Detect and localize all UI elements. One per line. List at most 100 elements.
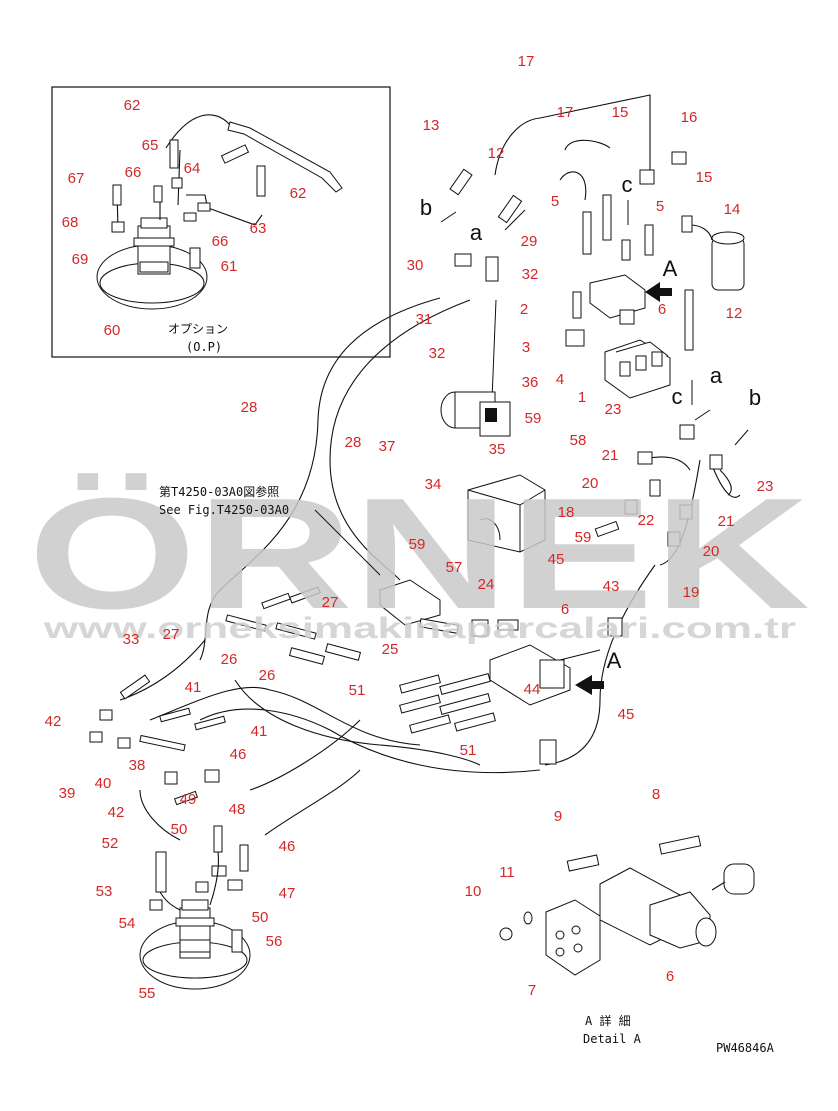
callout-65: 65 <box>142 137 159 154</box>
callout-20: 20 <box>703 543 720 560</box>
callout-16: 16 <box>681 109 698 126</box>
callout-31: 31 <box>416 311 433 328</box>
callout-53: 53 <box>96 883 113 900</box>
callout-12: 12 <box>488 145 505 162</box>
callout-24: 24 <box>478 576 495 593</box>
callout-50: 50 <box>171 821 188 838</box>
callout-42: 42 <box>45 713 62 730</box>
callout-49: 49 <box>180 791 197 808</box>
detail-a-assembly <box>499 835 755 976</box>
callout-41: 41 <box>185 679 202 696</box>
callout-35: 35 <box>489 441 506 458</box>
callout-45: 45 <box>548 551 565 568</box>
callout-21: 21 <box>602 447 619 464</box>
callout-52: 52 <box>102 835 119 852</box>
callout-20: 20 <box>582 475 599 492</box>
drawing-number: PW46846A <box>716 1041 775 1055</box>
callout-33: 33 <box>123 631 140 648</box>
callout-28: 28 <box>345 434 362 451</box>
callout-13: 13 <box>423 117 440 134</box>
callout-51: 51 <box>460 742 477 759</box>
callout-6: 6 <box>561 601 569 618</box>
callout-59: 59 <box>525 410 542 427</box>
watermark-brand: ÖRNEK <box>28 466 810 642</box>
callout-6: 6 <box>666 968 674 985</box>
callout-40: 40 <box>95 775 112 792</box>
solenoid-block-44 <box>399 644 601 765</box>
watermark-url: www.orneksimakinaparcalari.com.tr <box>43 612 797 645</box>
callout-51: 51 <box>349 682 366 699</box>
callout-25: 25 <box>382 641 399 658</box>
callout-39: 39 <box>59 785 76 802</box>
detail-a-en: Detail A <box>583 1032 642 1046</box>
callout-36: 36 <box>522 374 539 391</box>
view-letter-a: a <box>470 220 483 245</box>
view-letter-c: c <box>672 384 683 409</box>
callout-15: 15 <box>612 104 629 121</box>
callout-41: 41 <box>251 723 268 740</box>
callout-8: 8 <box>652 786 660 803</box>
view-letter-b: b <box>749 385 761 410</box>
callout-47: 47 <box>279 885 296 902</box>
view-letter-A: A <box>663 256 678 281</box>
callout-46: 46 <box>279 838 296 855</box>
callout-34: 34 <box>425 476 442 493</box>
view-letter-c: c <box>622 172 633 197</box>
option-label-jp: オプション <box>168 322 228 336</box>
callout-37: 37 <box>379 438 396 455</box>
callout-60: 60 <box>104 322 121 339</box>
option-inset-frame <box>51 86 391 358</box>
callout-5: 5 <box>656 198 664 215</box>
callout-58: 58 <box>570 432 587 449</box>
callout-27: 27 <box>322 594 339 611</box>
callout-17: 17 <box>557 104 574 121</box>
callout-23: 23 <box>757 478 774 495</box>
callout-6: 6 <box>658 301 666 318</box>
see-figure-en: See Fig.T4250-03A0 <box>159 503 289 517</box>
callout-62: 62 <box>124 97 141 114</box>
callout-30: 30 <box>407 257 424 274</box>
callout-26: 26 <box>221 651 238 668</box>
callout-63: 63 <box>250 220 267 237</box>
swivel-joint-55 <box>139 825 251 990</box>
view-arrows <box>440 200 749 695</box>
callout-66: 66 <box>212 233 229 250</box>
center-manifold <box>225 579 623 665</box>
callout-5: 5 <box>551 193 559 210</box>
callout-67: 67 <box>68 170 85 187</box>
callout-59: 59 <box>409 536 426 553</box>
callout-28: 28 <box>241 399 258 416</box>
cover-57 <box>467 474 546 553</box>
callout-42: 42 <box>108 804 125 821</box>
callout-15: 15 <box>696 169 713 186</box>
view-letter-A: A <box>607 648 622 673</box>
watermark: ÖRNEK www.orneksimakinaparcalari.com.tr <box>28 466 810 645</box>
callout-3: 3 <box>522 339 530 356</box>
callout-9: 9 <box>554 808 562 825</box>
callout-66: 66 <box>125 164 142 181</box>
control-valve <box>604 339 671 399</box>
callout-19: 19 <box>683 584 700 601</box>
right-fittings <box>594 424 732 547</box>
see-figure-jp: 第T4250-03A0図参照 <box>159 484 279 499</box>
callout-12: 12 <box>726 305 743 322</box>
detail-a-jp: A 詳 細 <box>585 1013 631 1028</box>
callout-14: 14 <box>724 201 741 218</box>
view-letter-b: b <box>420 195 432 220</box>
callout-44: 44 <box>524 681 541 698</box>
callout-10: 10 <box>465 883 482 900</box>
callout-59: 59 <box>575 529 592 546</box>
callout-45: 45 <box>618 706 635 723</box>
callout-4: 4 <box>556 371 564 388</box>
callout-68: 68 <box>62 214 79 231</box>
callout-54: 54 <box>119 915 136 932</box>
callout-18: 18 <box>558 504 575 521</box>
callout-21: 21 <box>718 513 735 530</box>
view-letter-a: a <box>710 363 723 388</box>
callout-2: 2 <box>520 301 528 318</box>
callout-26: 26 <box>259 667 276 684</box>
option-label-code: (O.P) <box>186 340 222 354</box>
